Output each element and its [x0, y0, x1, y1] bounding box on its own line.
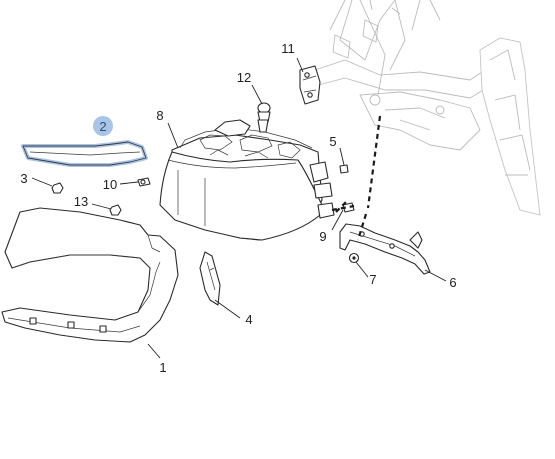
clip-12	[257, 102, 271, 133]
callout-4: 4	[245, 312, 252, 327]
assembly-dashed-lines	[331, 115, 382, 241]
callout-8: 8	[156, 108, 163, 123]
screw-5	[339, 164, 349, 174]
mount-bracket-11	[299, 65, 321, 105]
callout-10: 10	[103, 177, 117, 192]
nut-13	[109, 204, 122, 216]
callout-labels: 2 1 3 4 5 6 7 8 9 10 11 12 13	[20, 41, 456, 375]
callout-2-badge	[93, 116, 113, 136]
vehicle-body-structure	[299, 0, 541, 216]
callout-6: 6	[449, 275, 456, 290]
callout-12: 12	[237, 70, 251, 85]
side-bracket	[199, 251, 221, 306]
fasteners	[51, 164, 360, 264]
callout-9: 9	[319, 229, 326, 244]
callout-2: 2	[99, 119, 106, 134]
screw-9	[342, 202, 355, 213]
callout-3: 3	[20, 171, 27, 186]
callout-1: 1	[159, 360, 166, 375]
callout-13: 13	[74, 194, 88, 209]
headlamp-bezel	[1, 207, 179, 343]
callout-11: 11	[281, 41, 295, 56]
leader-lines	[31, 57, 447, 359]
headlamp-assembly	[159, 119, 335, 241]
callout-5: 5	[329, 134, 336, 149]
trim-strip-highlighted	[21, 140, 148, 167]
mounting-bracket-6	[339, 223, 431, 275]
nut-3	[51, 182, 64, 194]
callout-7: 7	[369, 272, 376, 287]
